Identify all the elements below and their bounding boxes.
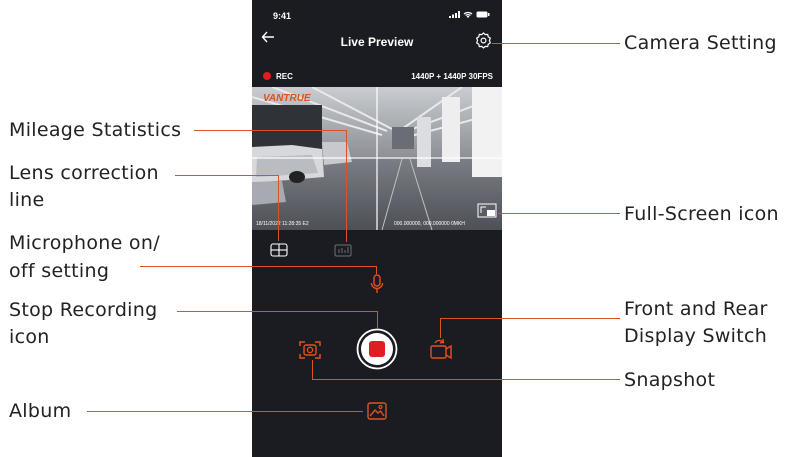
leader-snapshot [312,379,620,380]
leader-lens-correction [175,175,278,176]
rec-dot-icon [263,72,271,80]
video-gps-coords: 000.000000, 000.000000 0MKH [394,221,465,227]
album-gallery-icon[interactable] [367,402,387,425]
label-microphone-2: off setting [9,260,110,282]
status-time: 9:41 [273,11,292,21]
leader-album [87,411,363,412]
stop-recording-button[interactable] [356,328,398,375]
label-stop-recording-2: icon [9,326,50,348]
label-stop-recording-1: Stop Recording [9,299,158,321]
mileage-statistics-icon[interactable] [334,243,352,262]
front-rear-switch-icon[interactable] [429,338,453,365]
status-icons [449,11,490,18]
leader-stop-recording [177,311,377,312]
label-front-rear-2: Display Switch [624,325,768,347]
label-lens-correction-2: line [9,189,45,211]
signal-icon [449,11,460,18]
label-mileage-statistics: Mileage Statistics [9,119,182,141]
back-arrow-icon[interactable] [261,30,275,49]
wifi-icon [463,11,473,18]
page-title: Live Preview [340,35,414,49]
battery-icon [476,11,490,18]
leader-microphone-drop [376,266,377,274]
label-snapshot: Snapshot [624,369,716,391]
leader-stop-recording-drop [377,311,378,329]
microphone-icon[interactable] [369,273,385,300]
video-timestamp: 18/11/2022 11:28:35 E2 [256,221,309,227]
leader-front-rear-drop [440,318,441,338]
label-microphone-1: Microphone on/ [9,232,160,254]
lens-correction-grid-icon[interactable] [270,243,288,262]
camera-setting-gear-icon[interactable] [475,32,492,54]
brand-logo: VANTRUE [263,93,311,104]
rec-label: REC [276,72,293,81]
leader-mileage-statistics [194,130,346,131]
label-front-rear-1: Front and Rear [624,298,768,320]
recording-status-bar: REC 1440P + 1440P 30FPS [252,68,502,84]
nav-bar: Live Preview [252,28,502,56]
resolution-label: 1440P + 1440P 30FPS [411,72,493,81]
status-bar: 9:41 [252,0,502,26]
phone-screen: 9:41 Live Preview [252,0,502,457]
leader-microphone [140,266,376,267]
leader-mileage-statistics-drop [346,130,347,242]
live-video-feed[interactable]: VANTRUE 18/11/2022 11:28:35 E2 000.00000… [252,87,502,230]
parking-garage-scene [252,87,502,230]
leader-snapshot-rise [312,360,313,379]
label-lens-correction-1: Lens correction [9,162,159,184]
snapshot-camera-icon[interactable] [299,340,321,365]
label-album: Album [9,400,72,422]
label-full-screen-icon: Full-Screen icon [624,203,779,225]
leader-camera-setting [492,43,620,44]
leader-full-screen-icon [498,213,620,214]
full-screen-button[interactable] [476,201,498,219]
label-camera-setting: Camera Setting [624,32,777,54]
leader-front-rear [440,318,620,319]
leader-lens-correction-drop [278,175,279,241]
